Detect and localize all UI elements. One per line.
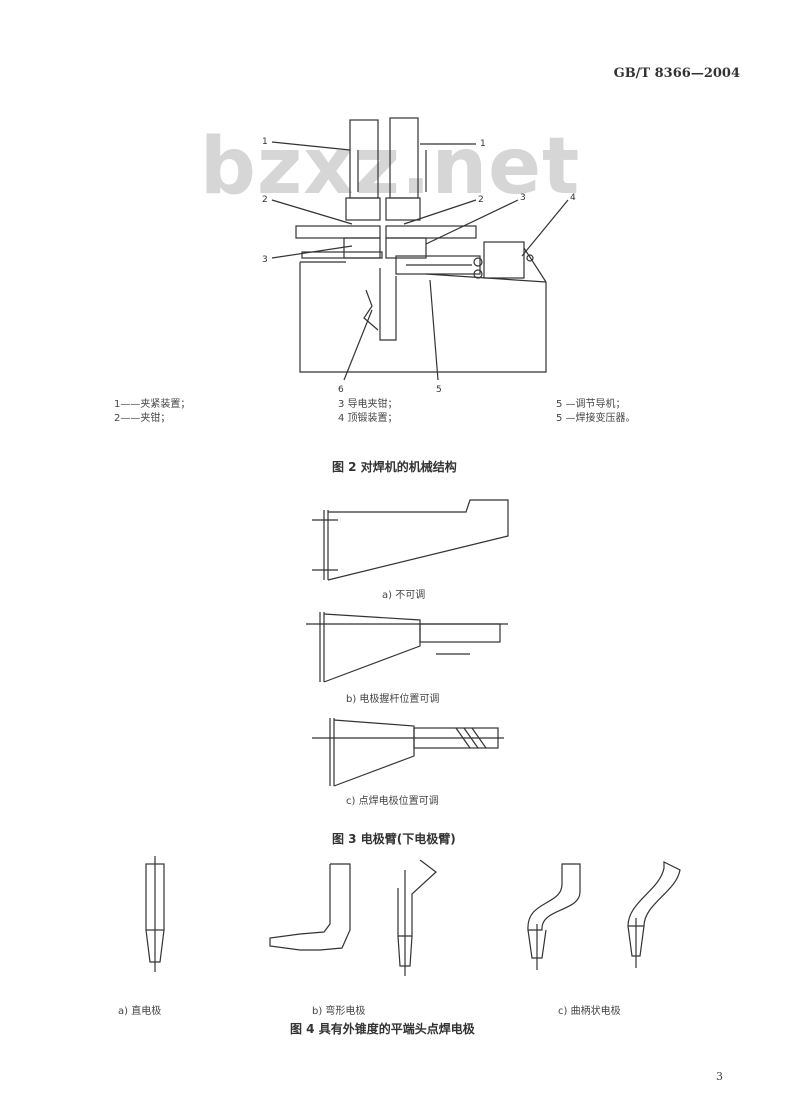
figure-4a-label: a) 直电极 [118, 1006, 162, 1017]
figure-3a-label: a) 不可调 [382, 590, 426, 601]
page-number: 3 [716, 1070, 723, 1083]
callout-3: 3 [262, 255, 268, 265]
figure-4b-label: b) 弯形电极 [312, 1006, 366, 1017]
figure-3c-label: c) 点焊电极位置可调 [346, 796, 439, 807]
callout-3b: 3 [520, 193, 526, 203]
callout-1-right: 1 [480, 139, 486, 149]
legend-item-5: 5 —调节导机； [556, 399, 626, 410]
figure-2-caption: 图 2 对焊机的机械结构 [332, 460, 457, 474]
callout-2-right: 2 [478, 195, 484, 205]
legend-item-1: 1——夹紧装置； [114, 399, 191, 410]
callout-2-left: 2 [262, 195, 268, 205]
legend-item-4: 4 顶锻装置； [338, 413, 398, 424]
figure-4-caption: 图 4 具有外锥度的平端头点焊电极 [290, 1022, 475, 1036]
figure-3-caption: 图 3 电极臂(下电极臂) [332, 832, 456, 846]
callout-4: 4 [570, 193, 576, 203]
legend-item-2: 2——夹钳； [114, 413, 171, 424]
figure-4c-label: c) 曲柄状电极 [558, 1006, 621, 1017]
legend-item-6: 5 —焊接变压器。 [556, 413, 636, 424]
legend-item-3: 3 导电夹钳； [338, 399, 398, 410]
callout-1-left: 1 [262, 137, 268, 147]
callout-5: 5 [436, 385, 442, 395]
figure-3b-label: b) 电极握杆位置可调 [346, 694, 440, 705]
fig2-legend-col3: 5 —调节导机； 5 —焊接变压器。 [556, 398, 636, 426]
callout-6: 6 [338, 385, 344, 395]
standard-code: GB/T 8366—2004 [613, 66, 740, 81]
fig2-legend-col1: 1——夹紧装置； 2——夹钳； [114, 398, 190, 426]
fig2-legend-col2: 3 导电夹钳； 4 顶锻装置； [338, 398, 398, 426]
